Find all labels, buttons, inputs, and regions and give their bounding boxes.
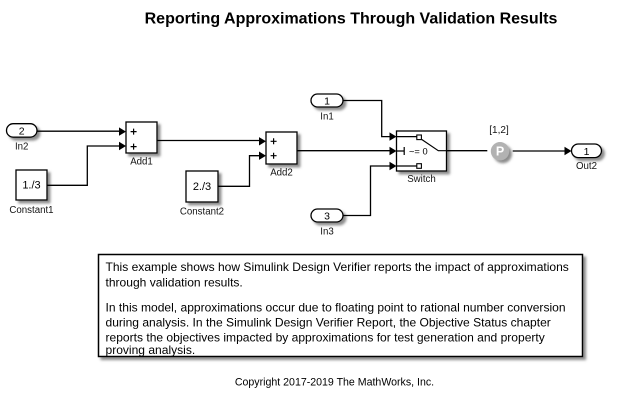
svg-text:1: 1 xyxy=(324,95,330,107)
svg-text:In3: In3 xyxy=(320,227,333,238)
svg-text:reports the objectives impacte: reports the objectives impacted by appro… xyxy=(106,330,545,344)
svg-text:In this model, approximations: In this model, approximations occur due … xyxy=(106,301,566,315)
svg-text:Add2: Add2 xyxy=(270,168,293,179)
svg-text:during analysis. In the Simuli: during analysis. In the Simulink Design … xyxy=(106,316,551,330)
svg-text:3: 3 xyxy=(324,210,330,222)
svg-text:2./3: 2./3 xyxy=(193,181,211,193)
svg-text:This example shows how Simulin: This example shows how Simulink Design V… xyxy=(106,260,569,274)
svg-text:1./3: 1./3 xyxy=(22,180,40,192)
svg-text:~= 0: ~= 0 xyxy=(409,147,428,157)
svg-text:Copyright 2017-2019 The MathWo: Copyright 2017-2019 The MathWorks, Inc. xyxy=(235,377,434,389)
svg-text:In2: In2 xyxy=(15,142,28,153)
svg-text:through validation results.: through validation results. xyxy=(106,275,243,289)
svg-text:Switch: Switch xyxy=(407,174,436,185)
svg-text:In1: In1 xyxy=(320,112,333,123)
svg-text:P: P xyxy=(496,145,504,159)
svg-text:[1,2]: [1,2] xyxy=(489,125,509,136)
svg-text:Reporting Approximations Throu: Reporting Approximations Through Validat… xyxy=(145,11,558,28)
svg-text:Constant2: Constant2 xyxy=(180,207,224,218)
svg-text:2: 2 xyxy=(19,126,25,138)
svg-text:Out2: Out2 xyxy=(576,161,597,172)
svg-text:1: 1 xyxy=(584,146,590,158)
svg-text:Add1: Add1 xyxy=(130,157,153,168)
svg-text:Constant1: Constant1 xyxy=(9,205,53,216)
svg-text:proving analysis.: proving analysis. xyxy=(106,343,196,357)
